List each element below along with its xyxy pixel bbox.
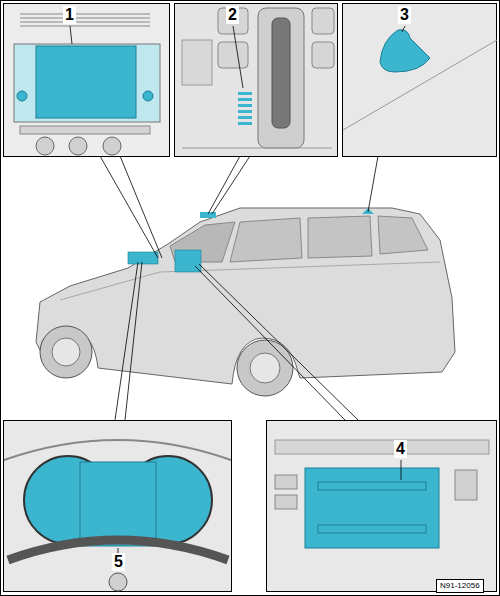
vent <box>20 14 150 26</box>
panel-frame <box>4 421 232 592</box>
lamp <box>182 40 212 85</box>
leader-line <box>401 460 402 480</box>
grille-bar <box>238 92 252 95</box>
leader-line <box>195 266 345 420</box>
button <box>275 495 297 509</box>
panel-5 <box>4 421 232 592</box>
panel-frame <box>267 421 497 592</box>
figure-code: N91-12056 <box>436 579 484 593</box>
grille-bar <box>238 110 252 113</box>
car <box>36 208 455 396</box>
grille-bar <box>238 116 252 119</box>
panel-frame <box>343 4 497 157</box>
rear-rim <box>250 353 280 383</box>
leader-line <box>233 26 243 88</box>
leader-line <box>115 262 138 420</box>
panel-1 <box>4 4 170 157</box>
button-strip <box>20 126 150 134</box>
button <box>218 42 248 68</box>
leader-line <box>368 156 378 212</box>
front-wheel <box>40 326 92 378</box>
leader-lines <box>100 156 378 420</box>
leader-line <box>199 264 358 420</box>
slot <box>272 18 290 128</box>
button <box>312 8 334 34</box>
roof-console-mark <box>200 212 216 218</box>
body-line <box>60 262 440 300</box>
card-slot <box>318 525 426 533</box>
panel-2 <box>175 4 338 157</box>
front-rim <box>52 338 80 366</box>
grille-bar <box>238 98 252 101</box>
leader-line <box>212 156 250 214</box>
leader-line <box>70 26 72 44</box>
console <box>258 8 304 148</box>
knob <box>103 137 121 155</box>
quarter-window <box>378 216 428 254</box>
panel-frame <box>4 4 170 157</box>
display <box>36 46 136 118</box>
callout-number: 5 <box>112 553 125 571</box>
button <box>275 475 297 489</box>
knob <box>36 137 54 155</box>
panel-4 <box>267 421 497 592</box>
callout-number: 4 <box>394 440 407 458</box>
switch <box>455 470 477 500</box>
trim-line <box>182 148 332 149</box>
knob <box>143 91 153 101</box>
leader-line <box>120 156 162 258</box>
antenna <box>380 30 430 72</box>
card-slot <box>318 482 426 490</box>
rear-window <box>308 216 372 258</box>
callout-number: 2 <box>226 6 239 24</box>
panel-frame <box>175 4 338 157</box>
trim <box>275 440 489 454</box>
display <box>80 462 156 546</box>
microphone-grille <box>238 92 252 125</box>
knob <box>17 91 27 101</box>
bezel <box>14 44 160 122</box>
button <box>312 42 334 68</box>
knob <box>69 137 87 155</box>
front-window <box>230 218 302 262</box>
leader-line <box>125 262 142 420</box>
dash-hood <box>4 440 231 460</box>
leader-line <box>100 156 158 258</box>
panel-3 <box>343 4 498 157</box>
callout-number: 3 <box>398 6 411 24</box>
leader-line <box>402 26 405 32</box>
leader-line <box>208 156 240 214</box>
grille-bar <box>238 104 252 107</box>
logo <box>109 573 127 591</box>
control-unit <box>305 468 439 548</box>
cluster-mark <box>128 252 158 264</box>
callout-number: 1 <box>63 6 76 24</box>
grille-bar <box>238 122 252 125</box>
